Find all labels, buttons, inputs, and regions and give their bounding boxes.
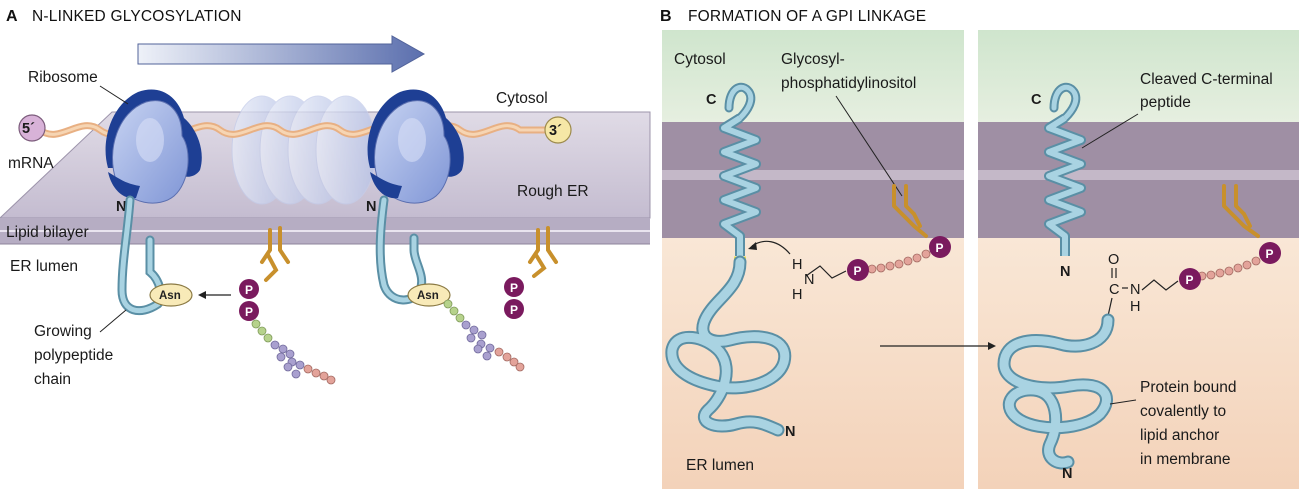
gpi-leader bbox=[835, 95, 903, 197]
n-terminus-label-a1: N bbox=[116, 199, 126, 215]
growing-leader bbox=[99, 309, 127, 333]
asn-residue-2 bbox=[407, 283, 451, 307]
phosphate-b4: P bbox=[1186, 273, 1194, 287]
phosphate-a4: P bbox=[510, 303, 518, 317]
cytosol-label-a: Cytosol bbox=[496, 90, 548, 107]
mrna-label: mRNA bbox=[8, 155, 54, 172]
panel-b: B FORMATION OF A GPI LINKAGE Cytosol Gly… bbox=[660, 8, 1299, 489]
panel-a-title: N-LINKED GLYCOSYLATION bbox=[32, 8, 242, 25]
panel-b-title: FORMATION OF A GPI LINKAGE bbox=[688, 8, 926, 25]
gpi-label-1: Glycosyl- bbox=[781, 51, 845, 68]
asn-residue-1 bbox=[149, 283, 193, 307]
gpi-anchor-left: P P bbox=[805, 184, 951, 281]
growing-label-3: chain bbox=[34, 371, 71, 388]
panel-a-letter: A bbox=[6, 8, 18, 25]
er-lumen-label-b: ER lumen bbox=[686, 457, 754, 474]
gpi-anchor-right: P P bbox=[1107, 184, 1281, 317]
amine-h-top: H bbox=[792, 257, 802, 273]
cleaved-helix-right bbox=[1044, 82, 1086, 256]
protein-leader bbox=[1109, 399, 1137, 405]
panel-b-letter: B bbox=[660, 8, 672, 25]
growing-label-2: polypeptide bbox=[34, 347, 113, 364]
globular-domain-right bbox=[997, 313, 1115, 470]
phosphate-b3: P bbox=[1266, 247, 1274, 261]
ribosome-leader bbox=[99, 85, 129, 105]
globular-domain-left bbox=[665, 255, 792, 437]
ribosome-label: Ribosome bbox=[28, 69, 98, 86]
gpi-label-2: phosphatidylinositol bbox=[781, 75, 916, 92]
c-terminus-label-b1: C bbox=[706, 92, 717, 108]
three-prime-label: 3´ bbox=[549, 123, 562, 139]
protein-label-4: in membrane bbox=[1140, 451, 1230, 468]
panel-b-left-background bbox=[662, 30, 964, 489]
phosphate-a1: P bbox=[245, 283, 253, 297]
phosphate-b2: P bbox=[854, 264, 862, 278]
translation-direction-arrow bbox=[137, 35, 426, 73]
n-terminus-label-b3: N bbox=[1062, 466, 1072, 482]
released-dolichol-pp: P P bbox=[504, 226, 558, 319]
panel-a: A N-LINKED GLYCOSYLATION 5´ 3´ bbox=[0, 8, 651, 388]
ghost-ribosomes bbox=[231, 95, 377, 205]
c-terminus-label-b2: C bbox=[1031, 92, 1042, 108]
phosphate-a2: P bbox=[245, 305, 253, 319]
rough-er-label: Rough ER bbox=[517, 183, 589, 200]
cytosol-label-b: Cytosol bbox=[674, 51, 726, 68]
protein-label-2: covalently to bbox=[1140, 403, 1226, 420]
amine-n: N bbox=[804, 272, 814, 288]
protein-label-1: Protein bound bbox=[1140, 379, 1237, 396]
three-prime-cap bbox=[544, 116, 572, 144]
amide-carbon: C bbox=[1109, 282, 1119, 298]
ribosome-left bbox=[105, 89, 202, 204]
protein-label-3: lipid anchor bbox=[1140, 427, 1219, 444]
ribosome-right bbox=[367, 89, 464, 204]
er-lumen-label-a: ER lumen bbox=[10, 258, 78, 275]
n-terminus-label-b2: N bbox=[1060, 264, 1070, 280]
n-terminus-label-b1: N bbox=[785, 424, 795, 440]
cleaved-label-1: Cleaved C-terminal bbox=[1140, 71, 1273, 88]
cleaved-leader bbox=[1081, 113, 1139, 149]
growing-label-1: Growing bbox=[34, 323, 92, 340]
lipid-bilayer-label: Lipid bilayer bbox=[6, 224, 89, 241]
cleaved-label-2: peptide bbox=[1140, 94, 1191, 111]
amine-h-bottom: H bbox=[792, 287, 802, 303]
five-prime-label: 5´ bbox=[22, 121, 35, 137]
phosphate-a3: P bbox=[510, 281, 518, 295]
phosphate-b1: P bbox=[936, 241, 944, 255]
five-prime-cap bbox=[18, 114, 46, 142]
carbonyl-o: O bbox=[1108, 252, 1119, 268]
amide-h: H bbox=[1130, 299, 1140, 315]
n-terminus-label-a2: N bbox=[366, 199, 376, 215]
asn-label-2: Asn bbox=[417, 290, 439, 302]
asn-label-1: Asn bbox=[159, 290, 181, 302]
amide-n: N bbox=[1130, 282, 1140, 298]
oligosaccharide-donor: P P bbox=[239, 226, 336, 385]
attached-oligosaccharide bbox=[443, 299, 525, 372]
